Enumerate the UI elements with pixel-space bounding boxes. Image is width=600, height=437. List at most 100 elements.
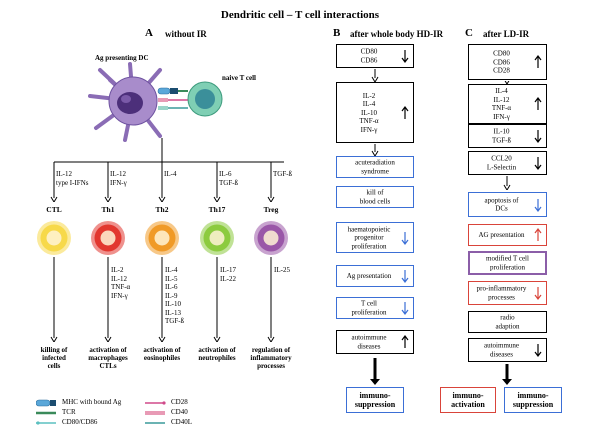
arrow-down-icon	[534, 157, 542, 170]
legend-label: CD28	[171, 398, 188, 406]
text-line: IL-12	[56, 170, 72, 178]
text-line: autoimmune	[484, 341, 519, 350]
cell-name: Th1	[101, 205, 115, 214]
text-line: activation	[451, 400, 485, 409]
text-line: IL-12	[493, 95, 510, 104]
cell-name: Th17	[208, 205, 226, 214]
result-box-text: Ag presentation	[337, 272, 401, 281]
text-line: infected	[42, 354, 66, 362]
text-line: processes	[257, 362, 285, 370]
panel-b-header: after whole body HD-IR	[350, 29, 444, 39]
text-line: TNF-α	[359, 116, 379, 125]
panel-a-header: without IR	[165, 29, 207, 39]
text-line: IL-5	[165, 274, 178, 283]
text-line: IL-10	[493, 127, 510, 136]
text-line: IL-12	[111, 274, 127, 283]
text-line: Ag presentation	[346, 271, 392, 280]
text-line: AG presentation	[478, 230, 525, 239]
text-line: macrophages	[88, 354, 128, 362]
cd40-icon	[145, 411, 165, 415]
text-line: IL-4	[164, 170, 177, 178]
text-line: cells	[47, 362, 61, 370]
text-line: activation of	[198, 346, 236, 354]
text-line: CD86	[493, 57, 510, 66]
arrow-up-icon	[401, 105, 409, 119]
big-arrow-icon	[502, 364, 512, 385]
outcome-arrow	[104, 257, 112, 342]
outcome-arrow	[158, 257, 166, 342]
text-line: activation of	[89, 346, 127, 354]
cytokine-label: TGF-ß	[273, 170, 292, 179]
text-line: activation of	[143, 346, 181, 354]
text-line: proliferation	[351, 241, 387, 250]
text-line: CCL20	[491, 154, 512, 163]
cell-name: CTL	[46, 205, 62, 214]
text-line: TGF-ß	[273, 170, 293, 178]
figure-title: Dendritic cell – T cell interactions	[220, 9, 380, 21]
text-line: CD86	[360, 56, 378, 64]
arrow-up-icon	[401, 335, 409, 348]
outcome-arrow	[50, 257, 58, 342]
text-line: TNF-α	[491, 104, 512, 112]
result-box-text: AG presentation	[469, 231, 534, 240]
text-line: immuno-	[359, 391, 391, 400]
final-box: immuno-suppression	[346, 387, 404, 413]
flow-arrow	[503, 176, 511, 190]
text-line: DCs	[495, 204, 508, 213]
cell-icon	[145, 221, 179, 255]
text-line: kill of	[366, 188, 384, 197]
text-line: IL-22	[220, 274, 236, 283]
legend-label: TCR	[62, 408, 76, 416]
tcell-label: naive T cell	[222, 74, 256, 82]
legend-label: CD40L	[171, 418, 192, 426]
text-line: IL-10	[361, 108, 377, 117]
final-box: immuno-activation	[440, 387, 496, 413]
cell-name: Th2	[155, 205, 169, 214]
branch-arrow	[158, 162, 166, 202]
text-line: CD80	[493, 49, 510, 58]
tcr-icon	[36, 411, 56, 415]
text-line: IL-10	[165, 300, 181, 308]
text-line: syndrome	[361, 167, 389, 175]
panel-c-header: after LD-IR	[483, 29, 530, 39]
text-line: killing of	[40, 346, 68, 354]
arrow-down-icon	[534, 198, 542, 212]
text-line: IFN-γ	[493, 112, 510, 121]
text-line: type I-IFNs	[56, 178, 89, 187]
text-line: CD80	[360, 47, 378, 56]
text-line: TGF-ß	[491, 136, 512, 144]
cell-icon	[37, 221, 71, 255]
final-box-text: immuno-suppression	[347, 391, 403, 409]
text-line: IL-4	[165, 266, 178, 274]
text-line: immuno-	[452, 391, 484, 400]
text-line: IL-6	[165, 283, 178, 291]
text-line: IFN-γ	[110, 178, 127, 187]
text-line: pro-inflammatory	[476, 284, 527, 293]
